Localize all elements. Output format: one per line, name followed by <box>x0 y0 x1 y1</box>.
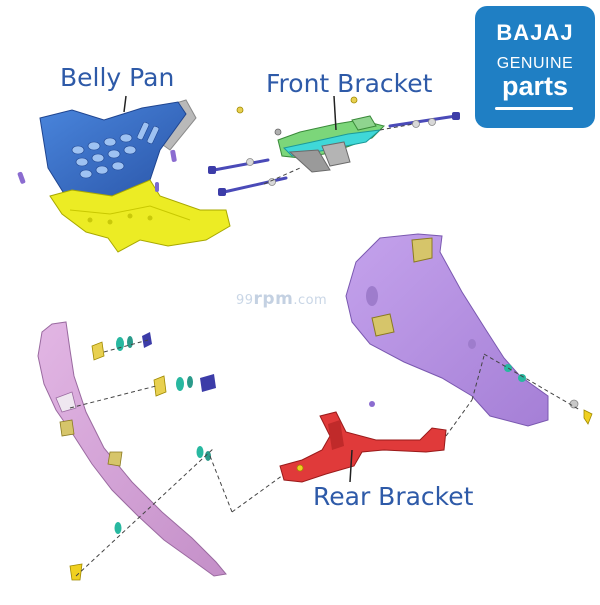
bajaj-genuine-parts-logo: BAJAJ GENUINE parts <box>475 6 595 128</box>
site-watermark: 99rpm.com <box>236 289 327 309</box>
watermark-prefix: 99 <box>236 293 254 308</box>
front-bracket-label: Front Bracket <box>266 69 433 98</box>
logo-underline <box>495 107 573 110</box>
watermark-suffix: .com <box>293 293 328 308</box>
logo-genuine: GENUINE <box>496 55 574 72</box>
cowl-part <box>345 233 593 427</box>
front-bracket-bolts <box>208 112 460 196</box>
rear-bracket-part <box>279 355 485 483</box>
front-bracket-leader <box>333 95 337 131</box>
side-panel-part <box>37 321 227 577</box>
watermark-main: rpm <box>253 289 294 309</box>
rear-bracket-label: Rear Bracket <box>313 482 474 511</box>
side-panel-fasteners <box>69 332 291 581</box>
belly-pan-label: Belly Pan <box>60 63 175 92</box>
belly-pan-vents <box>71 121 160 179</box>
belly-pan-leader <box>123 95 127 113</box>
logo-brand: BAJAJ <box>496 20 574 45</box>
rear-bracket-leader <box>349 449 353 483</box>
front-bracket-part <box>236 96 385 173</box>
logo-parts: parts <box>501 71 569 101</box>
belly-pan-part <box>17 99 231 253</box>
